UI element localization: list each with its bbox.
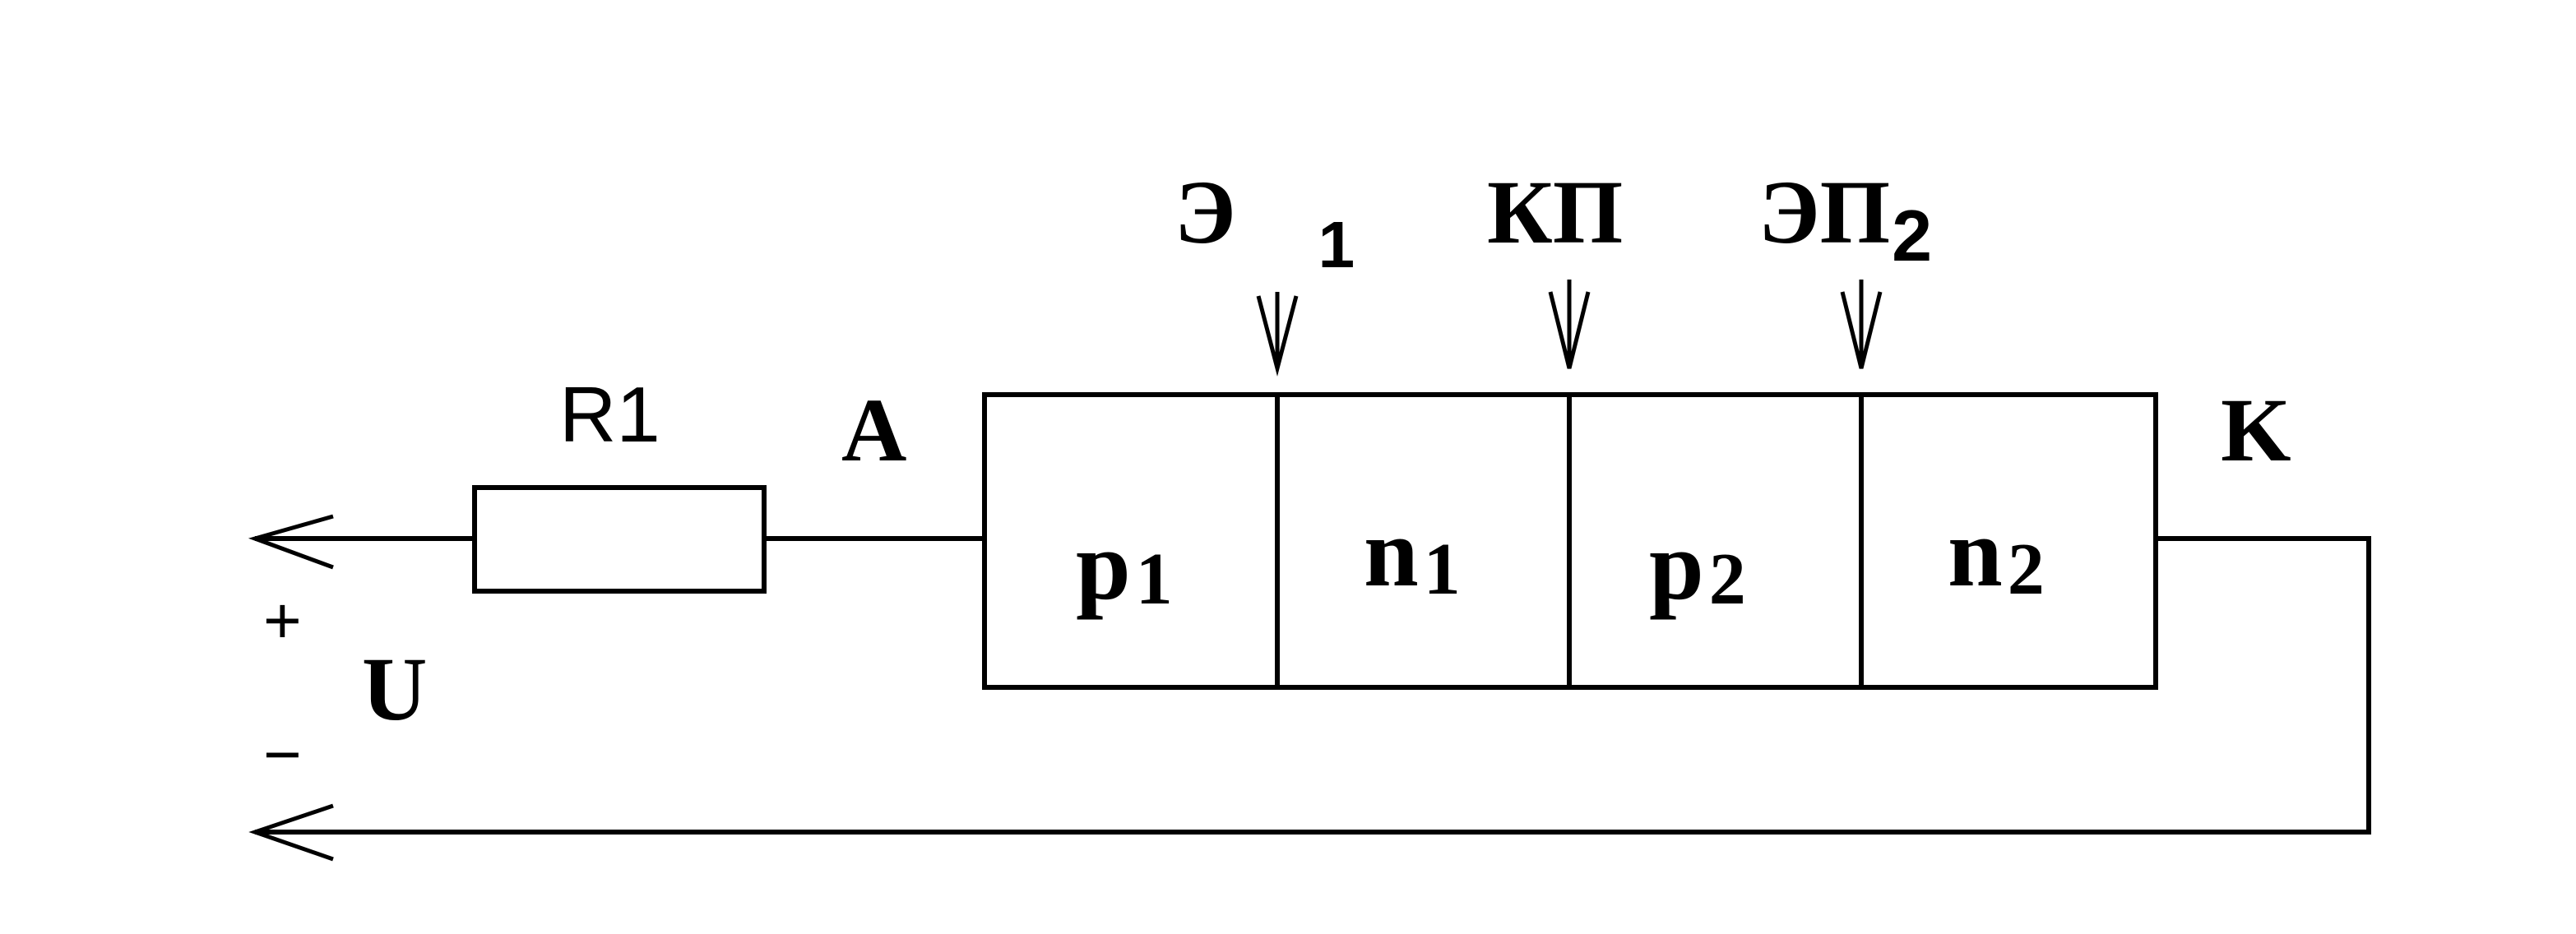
junction-arrow-emitter2-icon: [1840, 280, 1883, 369]
resistor-r1: [472, 485, 767, 594]
bottom-terminal-arrow-icon: [248, 803, 334, 862]
layer-p2: p2: [1649, 511, 1746, 620]
layer-n1: n1: [1364, 497, 1461, 610]
voltage-label: U: [362, 639, 427, 739]
layer-p1: p1: [1076, 511, 1173, 620]
minus-sign: −: [263, 718, 302, 791]
junction-label-collector: КП: [1487, 162, 1623, 262]
top-terminal-arrow-icon: [248, 514, 334, 570]
cathode-return-wire: [255, 536, 2371, 835]
junction-arrow-emitter1-icon: [1256, 292, 1299, 377]
junction-arrow-collector-icon: [1548, 280, 1591, 369]
resistor-label: R1: [559, 371, 660, 459]
cathode-label: K: [2221, 380, 2291, 480]
anode-label: A: [841, 380, 906, 480]
junction-label-emitter2: ЭП2: [1758, 162, 1932, 276]
plus-sign: +: [263, 584, 302, 657]
layer-n2: n2: [1948, 497, 2045, 610]
